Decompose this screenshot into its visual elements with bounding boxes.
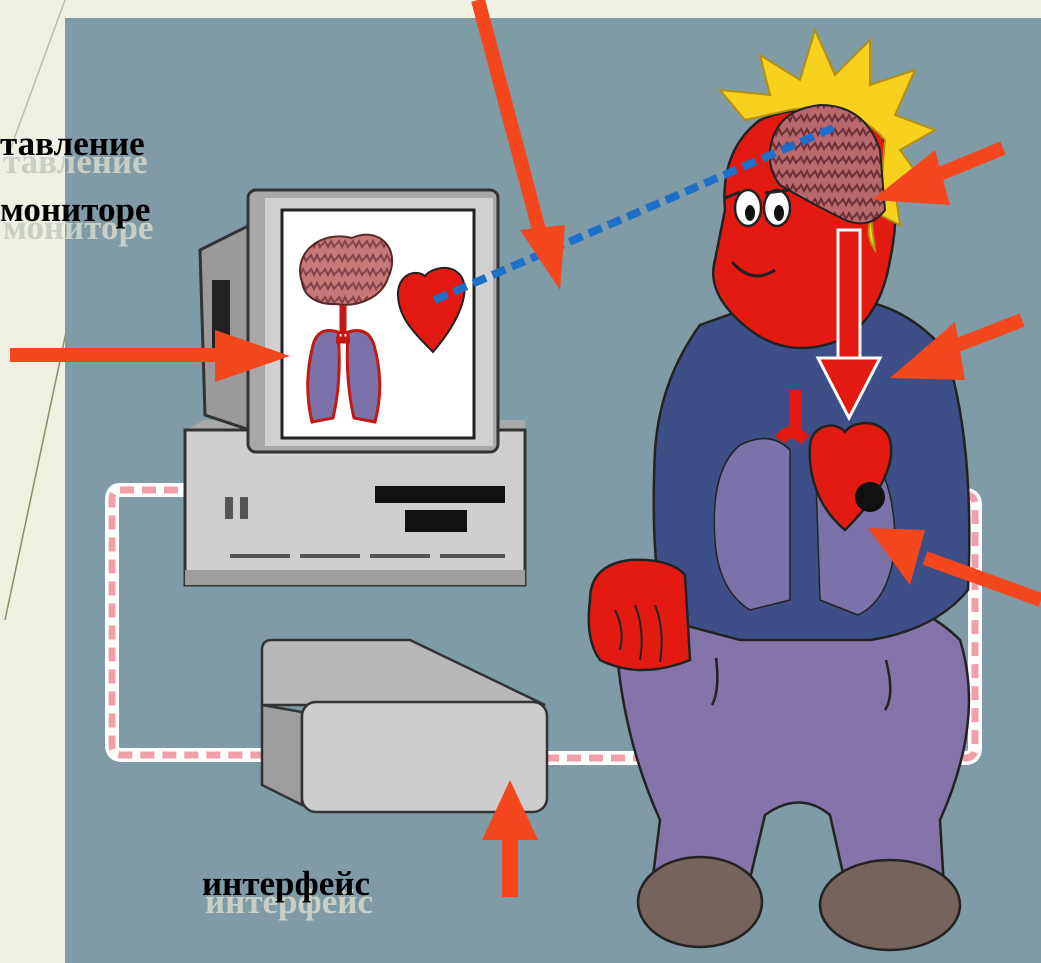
screen-representation-label-2: мониторе мониторе bbox=[0, 192, 150, 227]
cd-drive-slot bbox=[405, 510, 467, 532]
floppy-slot bbox=[375, 486, 505, 503]
representation-line-1: тавление bbox=[0, 124, 145, 163]
person-hand bbox=[589, 560, 690, 670]
left-shoe bbox=[638, 857, 762, 947]
interface-label: интерфейс интерфейс bbox=[202, 866, 370, 901]
interface-text: интерфейс bbox=[202, 864, 370, 903]
representation-line-2: мониторе bbox=[0, 190, 150, 229]
right-shoe bbox=[820, 860, 960, 950]
computer-monitor bbox=[200, 190, 498, 452]
slide-decoration-lines bbox=[5, 0, 75, 620]
screen-representation-label: тавление тавление bbox=[0, 126, 145, 161]
disk-drive-indicator bbox=[225, 497, 233, 519]
heart-sensor bbox=[855, 482, 885, 512]
